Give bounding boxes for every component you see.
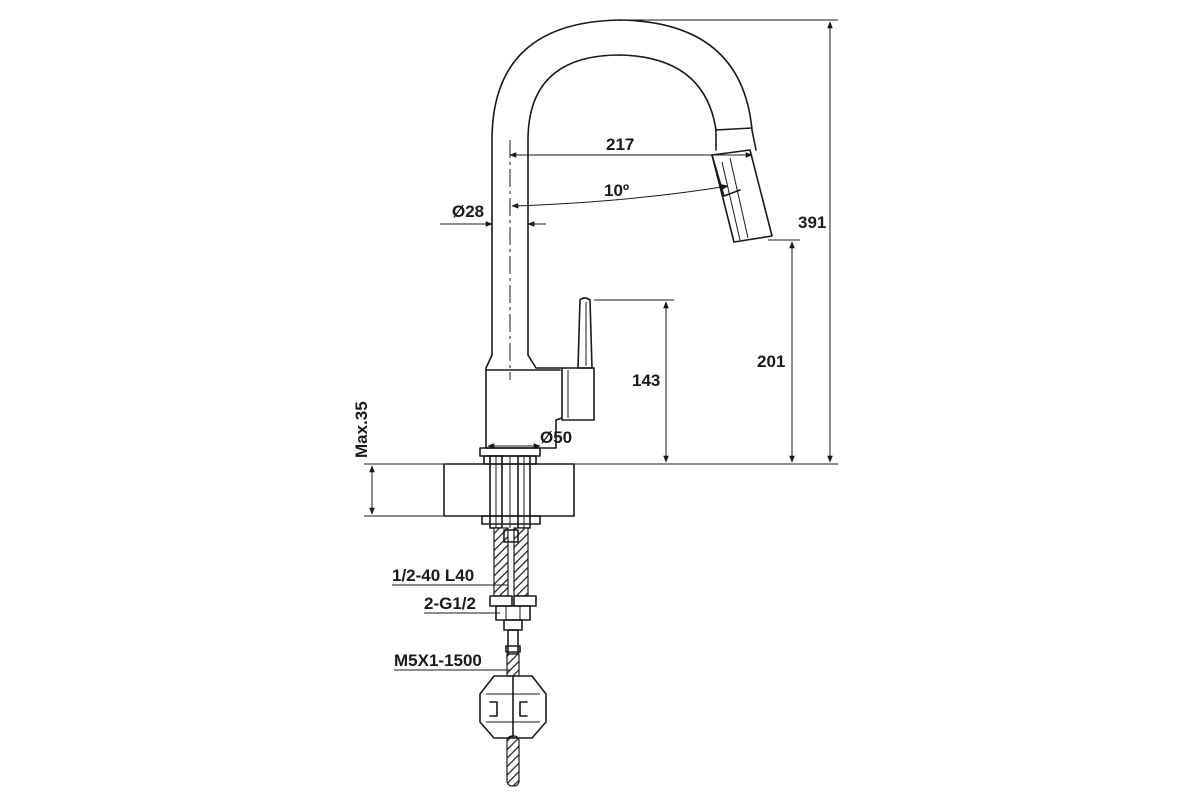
dimension-outlet-height: 201 — [757, 239, 800, 463]
hose-weight — [479, 675, 547, 739]
label-d50: Ø50 — [540, 428, 572, 447]
dimension-body-diameter: Ø50 — [487, 428, 572, 449]
dimension-lever-height: 143 — [594, 299, 674, 463]
label-pullout-spec: M5X1-1500 — [394, 651, 482, 670]
spray-head — [711, 149, 773, 243]
dimension-total-height: 391 — [544, 19, 838, 465]
supply-hoses — [493, 527, 529, 597]
dimension-spout-reach: 217 — [509, 135, 753, 158]
mounting-shank — [489, 455, 531, 529]
dimension-angle: 10º — [511, 181, 729, 209]
label-max35: Max.35 — [352, 401, 371, 458]
label-pullout-hose: M5X1-1500 — [394, 651, 510, 671]
dimension-max-deck: Max.35 — [352, 401, 444, 517]
label-connector-spec: 2-G1/2 — [424, 594, 476, 613]
label-391: 391 — [798, 213, 826, 232]
label-217: 217 — [606, 135, 634, 154]
lever-handle — [577, 297, 593, 369]
dimension-spout-diameter: Ø28 — [440, 202, 546, 227]
label-supply-hose: 1/2-40 L40 — [392, 566, 508, 586]
base-plate — [443, 447, 575, 525]
hose-connectors — [489, 595, 537, 655]
label-connector-thread: 2-G1/2 — [424, 594, 500, 614]
label-angle: 10º — [604, 181, 629, 200]
label-d28: Ø28 — [452, 202, 484, 221]
label-201: 201 — [757, 352, 785, 371]
label-143: 143 — [632, 371, 660, 390]
label-hose-spec: 1/2-40 L40 — [392, 566, 474, 585]
